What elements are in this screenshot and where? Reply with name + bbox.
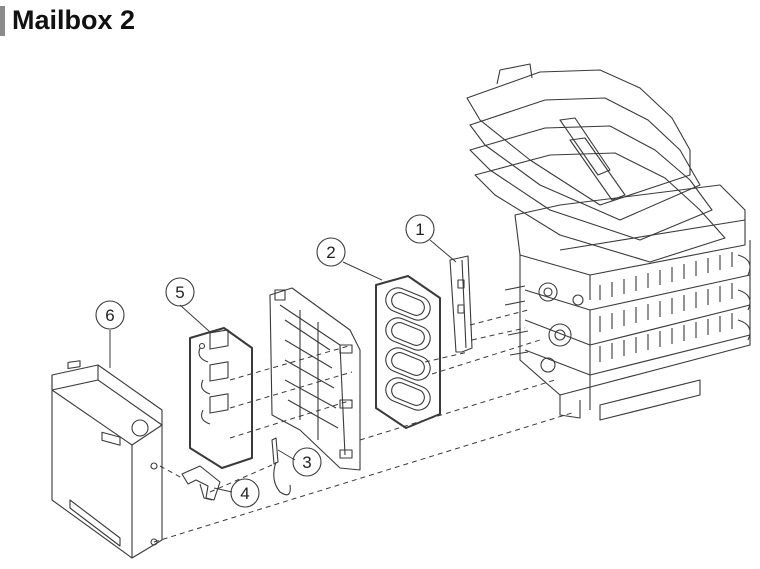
side-frame [269,287,361,471]
callout-circle-2 [316,237,346,267]
page-title: Mailbox 2 [12,5,136,35]
part-6-cover [51,360,163,559]
callout-label-2: 2 [326,243,335,262]
mailbox-main-assembly [466,63,751,421]
callout-label-1: 1 [415,220,424,239]
callout-label-3: 3 [302,453,311,472]
assembly-leader-lines [153,309,576,543]
part-3-cable [271,437,291,496]
part-4-sensor-bracket [181,465,221,501]
part-2-belt-set [375,275,441,429]
callout-label-6: 6 [105,306,114,325]
title-accent-bar [0,6,5,36]
callout-circle-4 [230,478,260,508]
callout-leaders [109,239,457,493]
callout-label-5: 5 [175,283,184,302]
callout-label-4: 4 [240,484,249,503]
callout-circle-3 [292,447,322,477]
part-1-circuit-board [449,255,473,353]
part-5-motor-set [189,327,253,469]
callout-circle-1 [405,214,435,244]
callout-circle-5 [165,277,195,307]
callout-circle-6 [95,300,125,330]
